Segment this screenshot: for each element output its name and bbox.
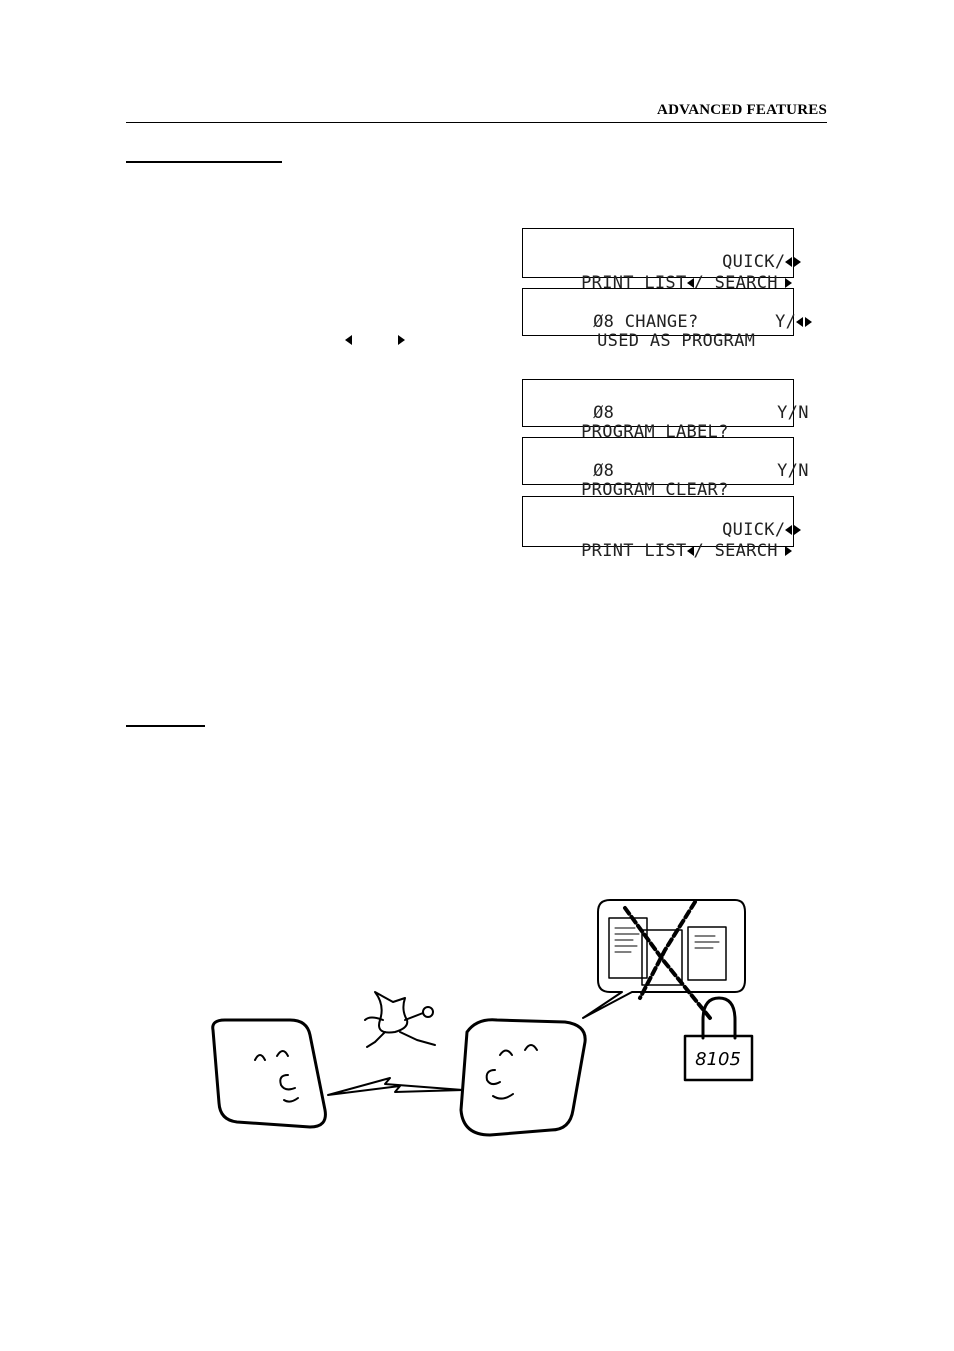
lcd-5-line2-b: / SEARCH	[693, 541, 778, 561]
right-arrow-icon	[805, 317, 813, 327]
lcd-display-1: QUICK/ PRINT LIST/ SEARCH	[522, 228, 802, 293]
lcd-1-line1: QUICK/	[722, 252, 786, 272]
transmission-bolt-icon	[327, 1077, 464, 1096]
left-arrow-key-icon	[345, 335, 352, 345]
lcd-2-line1-b: Y/	[775, 312, 797, 332]
lcd-2-line2: USED AS PROGRAM	[597, 331, 756, 351]
left-arrow-icon	[785, 525, 793, 535]
lcd-5-line2-a: PRINT LIST	[581, 541, 687, 561]
right-arrow-icon	[784, 546, 792, 556]
lcd-display-2: Ø8 CHANGE? Y/ USED AS PROGRAM	[522, 288, 813, 351]
right-arrow-key-icon	[398, 335, 405, 345]
right-fax-face	[459, 1018, 587, 1137]
left-arrow-icon	[686, 546, 694, 556]
lcd-display-4: Ø8 Y/N PROGRAM CLEAR?	[522, 437, 808, 500]
lcd-4-line2: PROGRAM CLEAR?	[581, 480, 729, 500]
padlock-icon	[701, 996, 737, 1040]
left-fax-face	[211, 1018, 327, 1129]
left-arrow-icon	[686, 278, 694, 288]
page-header-title: ADVANCED FEATURES	[657, 102, 827, 118]
lcd-2-line1-a: Ø8 CHANGE?	[593, 312, 699, 332]
lcd-3-line1-a: Ø8	[593, 403, 615, 423]
header-rule	[126, 122, 827, 123]
lcd-4-line1-a: Ø8	[593, 461, 615, 481]
lcd-4-line1-b: Y/N	[777, 461, 809, 481]
left-arrow-icon	[785, 257, 793, 267]
confidential-transmission-illustration: 8105	[211, 899, 754, 1137]
right-arrow-icon	[794, 257, 802, 267]
lcd-3-line1-b: Y/N	[777, 403, 809, 423]
chain-icon	[623, 906, 712, 1020]
lcd-5-line1: QUICK/	[722, 520, 786, 540]
right-arrow-icon	[794, 525, 802, 535]
running-document-icon	[374, 991, 409, 1034]
section-2-heading-underline	[126, 725, 205, 727]
lock-code: 8105	[695, 1049, 741, 1070]
section-1-heading-underline	[126, 161, 282, 163]
left-arrow-icon	[796, 317, 804, 327]
right-arrow-icon	[784, 278, 792, 288]
lcd-display-3: Ø8 Y/N PROGRAM LABEL?	[522, 379, 808, 442]
lcd-display-5: QUICK/ PRINT LIST / SEARCH	[522, 496, 802, 561]
speech-bubble	[582, 899, 746, 1019]
